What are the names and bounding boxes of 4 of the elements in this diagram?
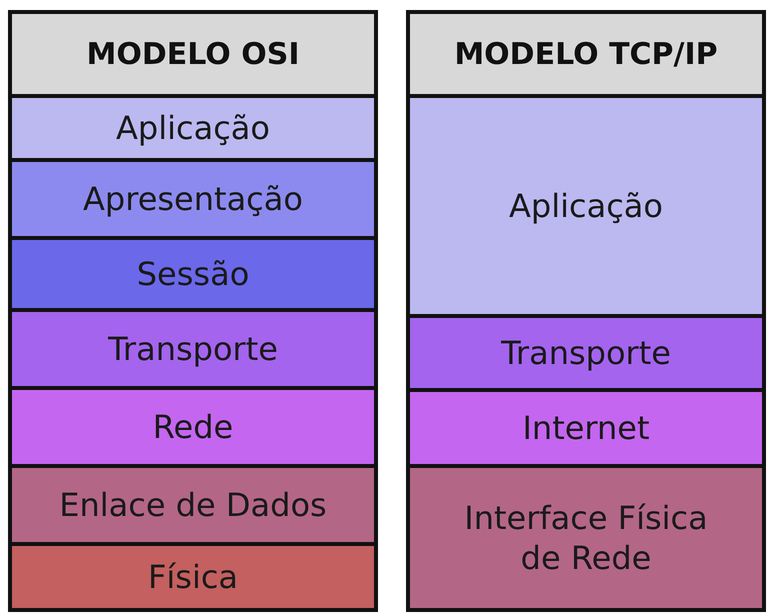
column-heading: MODELO TCP/IP bbox=[410, 14, 762, 94]
model-column bbox=[8, 10, 378, 612]
model-column bbox=[406, 10, 766, 612]
column-heading: MODELO OSI bbox=[12, 14, 374, 94]
